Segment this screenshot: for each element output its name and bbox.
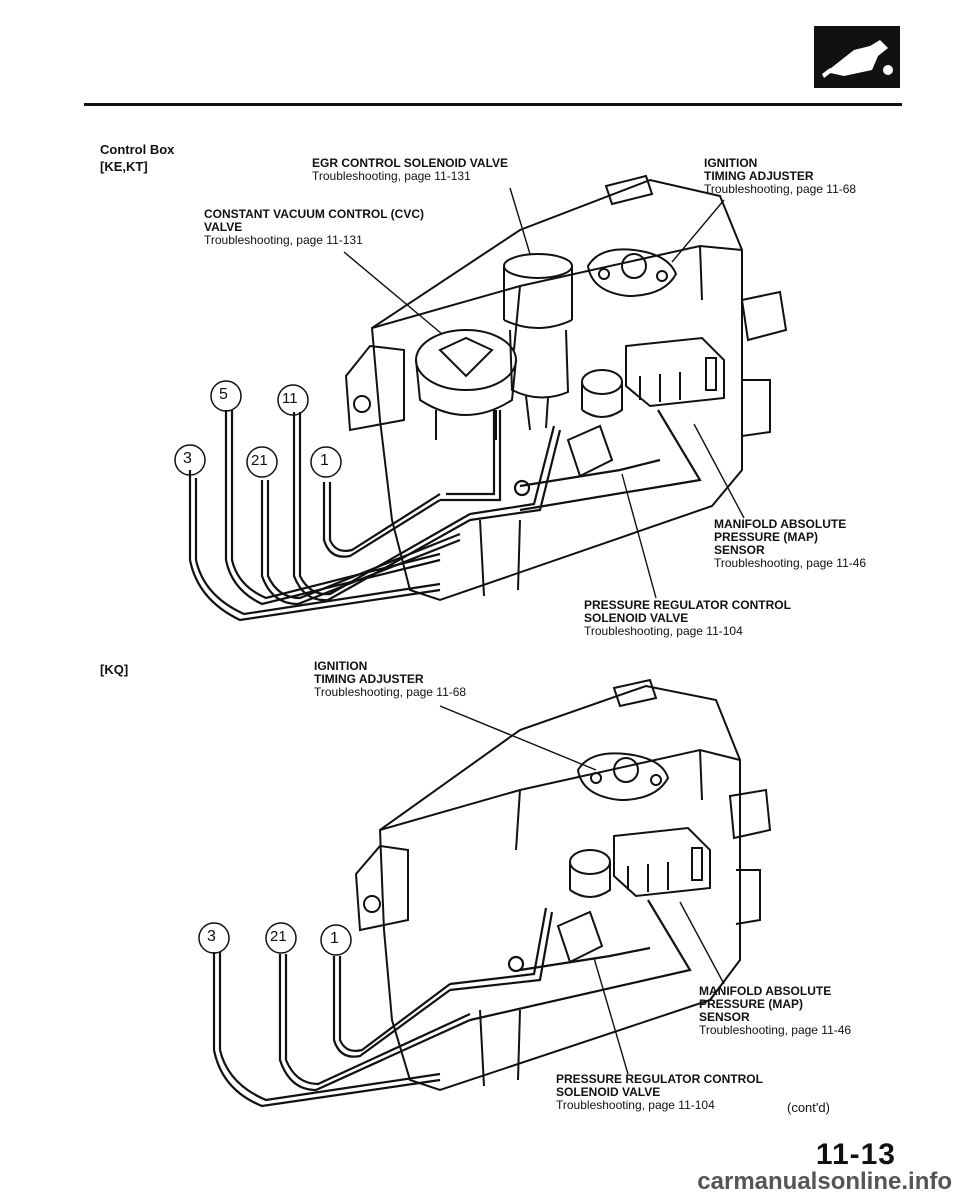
map-b-name2: PRESSURE (MAP) bbox=[699, 997, 804, 1011]
hose-number-21 bbox=[246, 446, 278, 478]
ignition-b-name1: IGNITION bbox=[314, 659, 368, 673]
map-label-top: MANIFOLD ABSOLUTE PRESSURE (MAP) SENSOR … bbox=[714, 518, 866, 570]
top-leader-lines bbox=[343, 187, 745, 599]
page-number: 11-13 bbox=[815, 1138, 896, 1171]
map-b-name3: SENSOR bbox=[699, 1010, 750, 1024]
hose-label-5: 5 bbox=[219, 386, 228, 403]
hose-number-11 bbox=[277, 384, 309, 416]
hose-number-21-b bbox=[265, 922, 297, 954]
egr-label: EGR CONTROL SOLENOID VALVE Troubleshooti… bbox=[312, 157, 508, 183]
prc-name1: PRESSURE REGULATOR CONTROL bbox=[584, 598, 791, 612]
fuel-nozzle-icon bbox=[814, 26, 900, 88]
map-label-bottom: MANIFOLD ABSOLUTE PRESSURE (MAP) SENSOR … bbox=[699, 985, 851, 1037]
map-name3: SENSOR bbox=[714, 543, 765, 557]
prc-label-top: PRESSURE REGULATOR CONTROL SOLENOID VALV… bbox=[584, 599, 791, 638]
prc-name2: SOLENOID VALVE bbox=[584, 611, 689, 625]
ignition-ref: Troubleshooting, page 11-68 bbox=[704, 182, 857, 196]
ignition-b-name2: TIMING ADJUSTER bbox=[314, 672, 424, 686]
top-cvc-valve bbox=[415, 329, 517, 440]
cvc-label: CONSTANT VACUUM CONTROL (CVC) VALVE Trou… bbox=[204, 208, 424, 247]
continued-label: (cont'd) bbox=[787, 1100, 830, 1115]
hose-number-5 bbox=[210, 380, 242, 412]
prc-b-name1: PRESSURE REGULATOR CONTROL bbox=[556, 1072, 763, 1086]
map-b-ref: Troubleshooting, page 11-46 bbox=[699, 1023, 852, 1037]
cvc-name2: VALVE bbox=[204, 220, 243, 234]
ignition-name1: IGNITION bbox=[704, 156, 758, 170]
hose-label-11: 11 bbox=[282, 390, 298, 407]
watermark-text: carmanualsonline.info bbox=[697, 1168, 952, 1195]
prc-ref: Troubleshooting, page 11-104 bbox=[584, 624, 743, 638]
hose-number-3 bbox=[174, 444, 206, 476]
bottom-leader-lines bbox=[439, 705, 725, 1075]
hose-label-1: 1 bbox=[320, 452, 329, 469]
top-ignition-timing-adjuster bbox=[586, 248, 678, 298]
top-map-sensor bbox=[625, 336, 725, 408]
hose-label-3-b: 3 bbox=[207, 928, 216, 945]
egr-ref: Troubleshooting, page 11-131 bbox=[312, 169, 471, 183]
top-vacuum-hoses bbox=[188, 409, 702, 622]
prc-b-name2: SOLENOID VALVE bbox=[556, 1085, 661, 1099]
ignition-label-top: IGNITION TIMING ADJUSTER Troubleshooting… bbox=[704, 157, 856, 196]
map-b-name1: MANIFOLD ABSOLUTE bbox=[699, 984, 832, 998]
bottom-ignition-timing-adjuster bbox=[576, 752, 670, 802]
ignition-label-bottom: IGNITION TIMING ADJUSTER Troubleshooting… bbox=[314, 660, 466, 699]
bottom-hose-numbers bbox=[198, 922, 352, 956]
hose-label-1-b: 1 bbox=[330, 930, 339, 947]
ignition-name2: TIMING ADJUSTER bbox=[704, 169, 814, 183]
bottom-map-sensor bbox=[613, 826, 711, 898]
bottom-control-box bbox=[354, 678, 772, 1092]
map-ref: Troubleshooting, page 11-46 bbox=[714, 556, 867, 570]
cvc-name1: CONSTANT VACUUM CONTROL (CVC) bbox=[204, 207, 424, 221]
hose-number-1-b bbox=[320, 924, 352, 956]
bottom-prc-solenoid-valve bbox=[556, 849, 611, 964]
variant-bottom-label: [KQ] bbox=[100, 662, 129, 677]
ignition-b-ref: Troubleshooting, page 11-68 bbox=[314, 685, 467, 699]
prc-label-bottom: PRESSURE REGULATOR CONTROL SOLENOID VALV… bbox=[556, 1073, 763, 1112]
bottom-vacuum-hoses bbox=[212, 899, 692, 1108]
map-name2: PRESSURE (MAP) bbox=[714, 530, 819, 544]
section-title: Control Box [KE,KT] bbox=[100, 141, 174, 175]
prc-b-ref: Troubleshooting, page 11-104 bbox=[556, 1098, 715, 1112]
top-control-box bbox=[344, 174, 788, 602]
cvc-ref: Troubleshooting, page 11-131 bbox=[204, 233, 363, 247]
variant-top-label: [KE,KT] bbox=[100, 159, 148, 174]
top-hose-numbers bbox=[174, 380, 342, 478]
hose-number-1 bbox=[310, 446, 342, 478]
hose-label-21: 21 bbox=[251, 452, 268, 469]
egr-name: EGR CONTROL SOLENOID VALVE bbox=[312, 156, 509, 170]
section-title-text: Control Box bbox=[100, 142, 175, 157]
map-name1: MANIFOLD ABSOLUTE bbox=[714, 517, 847, 531]
top-egr-control-solenoid-valve bbox=[503, 253, 573, 431]
header-rule bbox=[84, 103, 902, 106]
hose-label-21-b: 21 bbox=[270, 928, 287, 945]
hose-label-3: 3 bbox=[183, 450, 192, 467]
hose-number-3-b bbox=[198, 922, 230, 954]
top-prc-solenoid-valve bbox=[566, 369, 623, 478]
